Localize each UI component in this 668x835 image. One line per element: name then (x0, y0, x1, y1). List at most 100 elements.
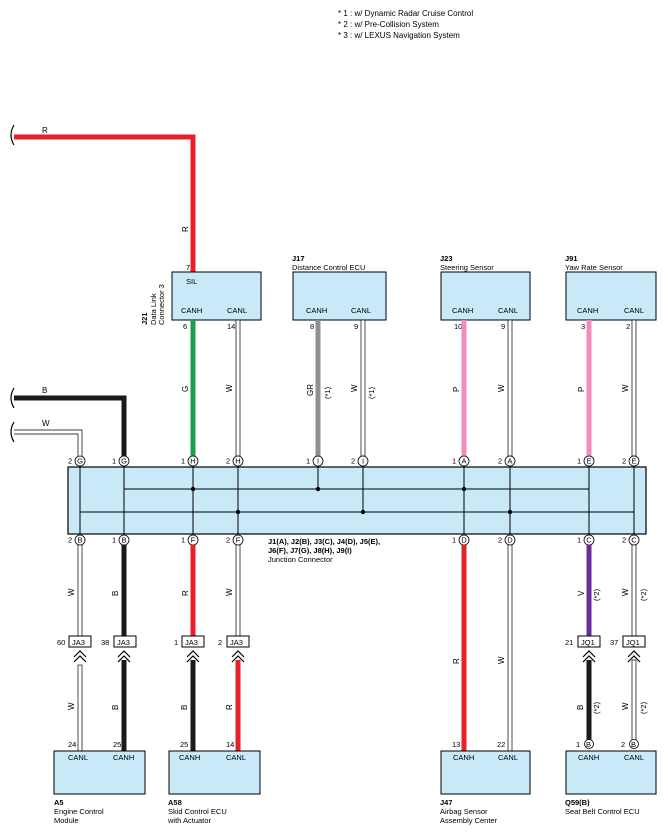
junction-bus-lines (80, 488, 634, 513)
junction-top-terminal-1: G1 (112, 455, 130, 467)
wire-label-w-q59-l: W (621, 702, 630, 710)
svg-text:JA3: JA3 (230, 638, 243, 647)
svg-text:B: B (121, 536, 126, 545)
j21-name-2: Connector 3 (157, 284, 166, 325)
wire-w-j47 (507, 544, 513, 752)
splice-dot-canh-3 (461, 486, 467, 492)
junction-internal-drops (79, 466, 635, 535)
a5-canl-label: CANL (68, 753, 88, 762)
legend-note-3: * 3 : w/ LEXUS Navigation System (338, 31, 460, 40)
svg-text:21: 21 (565, 638, 573, 647)
svg-text:2: 2 (498, 536, 502, 545)
legend-note-1: * 1 : w/ Dynamic Radar Cruise Control (338, 9, 473, 18)
j23-canl-label: CANL (498, 306, 518, 315)
q59-note-canh-l: (*2) (592, 701, 601, 714)
svg-text:1: 1 (112, 457, 116, 466)
svg-text:JA3: JA3 (185, 638, 198, 647)
junction-top-terminal-0: G2 (68, 455, 86, 467)
svg-text:D: D (461, 536, 467, 545)
junction-bottom-terminal-6: C1 (577, 534, 595, 546)
splice-dot-canl-3 (507, 509, 513, 515)
a58-canh-pin: 25 (180, 740, 188, 749)
svg-text:A: A (461, 457, 466, 466)
wire-label-w-a5-l: W (67, 702, 76, 710)
wire-label-g: G (181, 386, 190, 392)
wire-w-left-a (14, 429, 83, 456)
j47-canh-pin: 13 (452, 740, 460, 749)
wire-label-w-left: W (42, 419, 50, 428)
wire-label-b-a58-l: B (180, 705, 189, 710)
svg-text:2: 2 (218, 638, 222, 647)
a58-canh-label: CANH (179, 753, 200, 762)
j17-canl-label: CANL (351, 306, 371, 315)
wire-w-a5-lower (77, 664, 83, 752)
j47-name-1: Airbag Sensor (440, 807, 488, 816)
a5-name-1: Engine Control (54, 807, 104, 816)
junction-name: Junction Connector (268, 555, 333, 564)
j21-canl-label: CANL (227, 306, 247, 315)
svg-text:1: 1 (577, 536, 581, 545)
svg-text:G: G (121, 457, 127, 466)
junction-splice-dots (190, 486, 513, 515)
wire-label-w-j47: W (497, 656, 506, 664)
q59-canl-label: CANL (624, 753, 644, 762)
svg-text:2: 2 (498, 457, 502, 466)
wire-label-w-a58-u: W (225, 588, 234, 596)
wire-w-a58-upper (235, 544, 241, 641)
wire-label-r-j47: R (452, 658, 461, 664)
a5-canl-pin: 24 (68, 740, 76, 749)
wire-label-v-q59: V (577, 590, 586, 596)
break-symbol-w (10, 421, 15, 443)
j47-box (440, 750, 531, 795)
q59-canh-letter-circle (584, 739, 594, 749)
svg-text:37: 37 (610, 638, 618, 647)
j47-id: J47 (440, 798, 453, 807)
junction-top-terminal-7: A2 (498, 455, 516, 467)
j21-name-1: Data Link (149, 293, 158, 325)
junction-top-terminal-9: E2 (622, 455, 640, 467)
svg-text:2: 2 (226, 536, 230, 545)
wire-label-b-a5-u: B (111, 591, 120, 596)
svg-text:H: H (190, 457, 195, 466)
j91-canh-pin: 3 (581, 322, 585, 331)
j17-canh-pin: 8 (310, 322, 314, 331)
wire-label-r-a58-l: R (225, 704, 234, 710)
svg-text:E: E (586, 457, 591, 466)
wire-label-b-left: B (42, 386, 47, 395)
svg-text:JQ1: JQ1 (581, 638, 595, 647)
q59-canl-letter-circle (629, 739, 639, 749)
svg-text:38: 38 (101, 638, 109, 647)
j91-canl-pin: 2 (626, 322, 630, 331)
q59-canh-label: CANH (578, 753, 599, 762)
q59-canl-pin: 2 (621, 740, 625, 749)
q59-note-canl-u: (*2) (639, 588, 648, 601)
j23-canh-label: CANH (452, 306, 473, 315)
j17-canh-label: CANH (306, 306, 327, 315)
wire-label-p-j91: P (577, 387, 586, 392)
svg-text:60: 60 (57, 638, 65, 647)
j47-canl-label: CANL (498, 753, 518, 762)
svg-text:H: H (235, 457, 240, 466)
junction-bottom-terminal-1: B1 (112, 534, 130, 546)
svg-text:F: F (191, 536, 196, 545)
q59-note-canl-l: (*2) (639, 701, 648, 714)
svg-text:JA3: JA3 (72, 638, 85, 647)
junction-top-terminal-4: I1 (306, 455, 324, 467)
wire-label-p-j23: P (452, 387, 461, 392)
a5-box (53, 750, 146, 795)
connector-jq1-37: JQ1 37 (610, 635, 646, 663)
j21-sil-pin: 7 (186, 263, 190, 272)
wire-label-w-j91: W (621, 384, 630, 392)
j47-canl-pin: 22 (497, 740, 505, 749)
junction-top-terminal-8: E1 (577, 455, 595, 467)
wire-r-top (14, 134, 196, 272)
a5-name-2: Module (54, 816, 79, 825)
wire-label-b-q59-l: B (576, 705, 585, 710)
a58-canl-pin: 14 (226, 740, 234, 749)
junction-ids-line1: J1(A), J2(B), J3(C), J4(D), J5(E), (268, 537, 380, 546)
wire-b-left (14, 395, 127, 456)
svg-text:1: 1 (181, 457, 185, 466)
wire-label-r-sil: R (181, 226, 190, 232)
svg-text:I: I (362, 457, 364, 466)
svg-text:2: 2 (68, 457, 72, 466)
